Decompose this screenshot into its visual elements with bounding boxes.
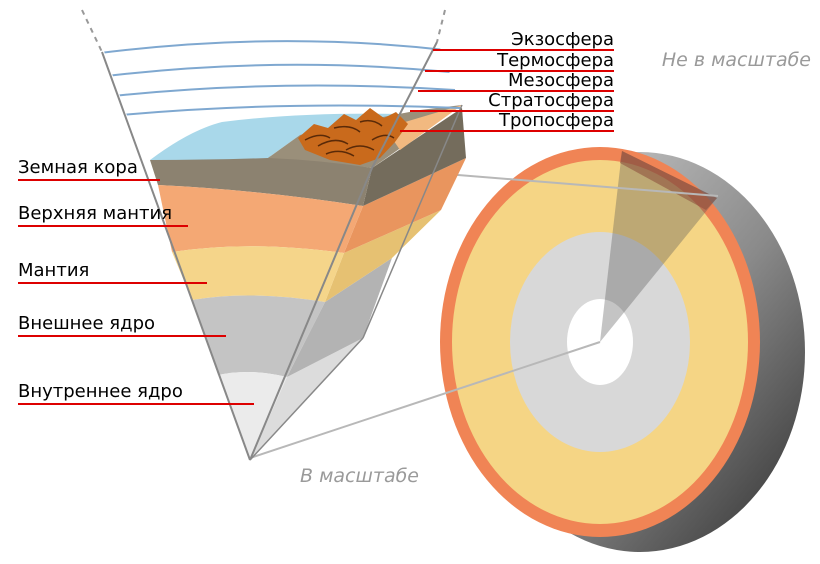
- front-inner-core: [218, 371, 287, 460]
- label-inner-core: Внутреннее ядро: [18, 381, 183, 402]
- side-face-mantle: [325, 210, 441, 302]
- side-face-outer-core: [287, 258, 392, 377]
- label-upper-mantle: Верхняя мантия: [18, 203, 172, 224]
- label-mesosphere: Мезосфера: [508, 70, 614, 91]
- label-stratosphere: Стратосфера: [488, 90, 614, 111]
- label-thermosphere: Термосфера: [496, 50, 614, 71]
- side-face-crust: [363, 108, 466, 206]
- side-face-upper-mantle: [344, 158, 466, 253]
- scale-line-bottom: [249, 341, 601, 459]
- scale-sphere: [249, 147, 805, 552]
- wedge-edge-right: [362, 104, 463, 339]
- front-outer-core: [192, 295, 325, 377]
- atmosphere-arcs: [100, 40, 461, 118]
- wedge-edge-bottom: [249, 337, 364, 461]
- label-outer-core: Внешнее ядро: [18, 313, 155, 334]
- wedge-edge-middle-upper: [371, 41, 438, 169]
- front-upper-mantle: [158, 185, 363, 253]
- arc-exosphere: [100, 40, 446, 56]
- wedge-edge-left: [101, 51, 251, 461]
- label-exosphere: Экзосфера: [511, 29, 614, 50]
- leader-lines: [18, 49, 614, 405]
- front-mantle: [172, 246, 344, 302]
- wedge-edge-right-dashed: [436, 9, 446, 43]
- label-crust: Земная кора: [18, 157, 138, 178]
- land-plateau: [385, 105, 462, 150]
- to-scale-note: В масштабе: [300, 465, 419, 487]
- earth-wedge: [81, 9, 466, 461]
- arc-mesosphere: [100, 84, 456, 99]
- wedge-edge-middle: [249, 167, 373, 461]
- not-to-scale-note: Не в масштабе: [662, 49, 811, 71]
- front-crust: [150, 155, 372, 206]
- layer-labels: Экзосфера Термосфера Мезосфера Стратосфе…: [18, 29, 614, 402]
- label-mantle: Мантия: [18, 260, 89, 281]
- wedge-edge-left-dashed: [81, 9, 103, 53]
- sphere-sector-crust: [620, 151, 717, 210]
- arc-thermosphere: [100, 63, 451, 79]
- arc-stratosphere: [100, 104, 461, 118]
- label-troposphere: Тропосфера: [498, 110, 614, 131]
